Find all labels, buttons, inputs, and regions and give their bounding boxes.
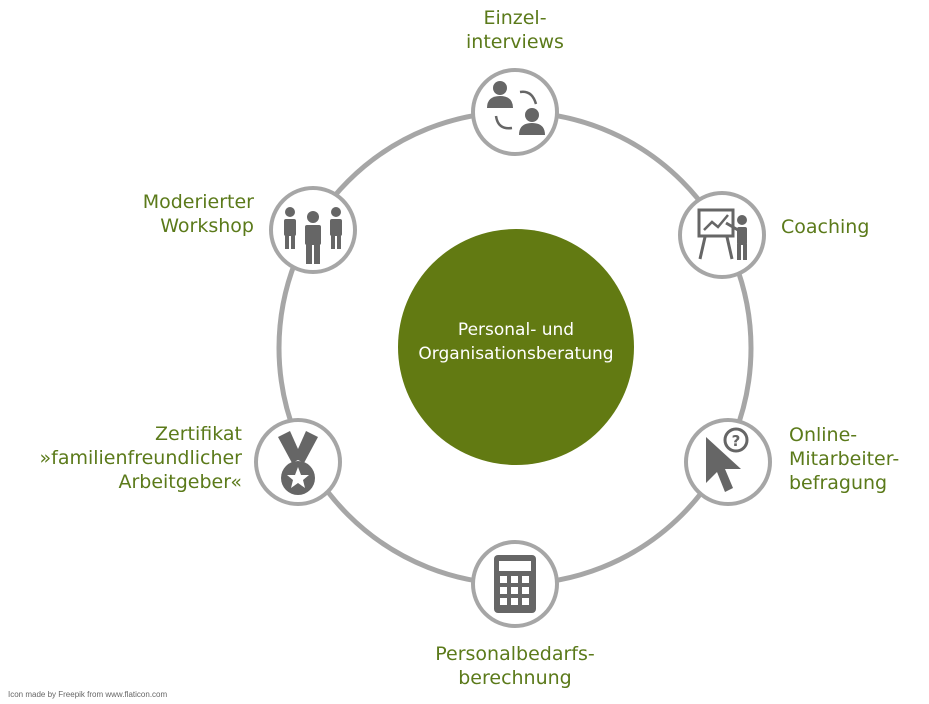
node-zertifikat [254, 418, 342, 506]
label-einzelinterviews: Einzel- interviews [466, 7, 564, 53]
label-online-mitarbeiterbefragung: Online- Mitarbeiter- befragung [789, 424, 900, 494]
node-online-mitarbeiterbefragung: ? [684, 418, 772, 506]
node-einzelinterviews [471, 68, 559, 156]
label-moderierter-workshop: Moderierter Workshop [142, 191, 254, 237]
label-personalbedarfsberechnung: Personalbedarfs- berechnung [435, 643, 595, 689]
center-title-line-1: Personal- und [457, 320, 575, 340]
presentation-board-icon [697, 208, 747, 260]
node-moderierter-workshop [269, 186, 357, 274]
cursor-question-icon: ? [706, 427, 749, 492]
two-people-exchange-icon [487, 81, 545, 135]
center-circle [398, 229, 634, 465]
label-coaching: Coaching [781, 216, 870, 238]
node-personalbedarfsberechnung [471, 540, 559, 628]
icon-credit: Icon made by Freepik from www.flaticon.c… [8, 690, 168, 699]
group-people-icon [284, 207, 342, 264]
center-title-line-2: Organisationsberatung [418, 344, 614, 364]
center-title: Personal- und Organisationsberatung [400, 318, 632, 366]
medal-icon [278, 431, 318, 495]
label-zertifikat: Zertifikat »familienfreundlicher Arbeitg… [39, 423, 243, 493]
calculator-icon [494, 555, 536, 613]
node-coaching [678, 191, 766, 279]
svg-text:?: ? [732, 432, 741, 450]
